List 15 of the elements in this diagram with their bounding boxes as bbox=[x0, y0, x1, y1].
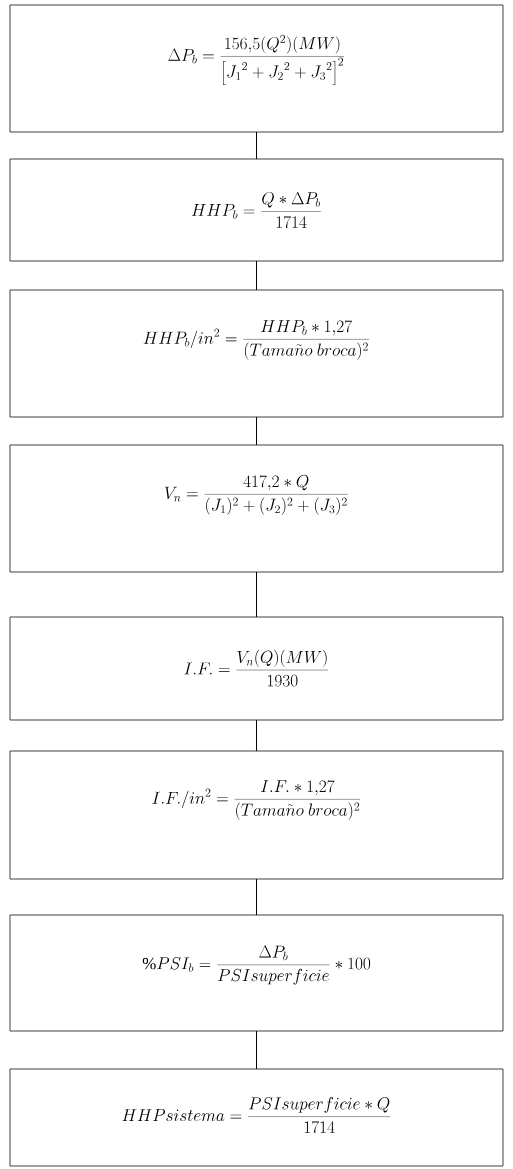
connector-line bbox=[256, 416, 257, 446]
formula-box: $\%PSI_b = \frac{\Delta P_b}{PSIsuperficie} * 100$ bbox=[9, 914, 504, 1032]
formula-box: $HHPsistema = \frac{PSIsuperficie * Q}{1714}$ bbox=[9, 1068, 504, 1167]
connector-line bbox=[256, 878, 257, 916]
formula-box: $I.F. = \frac{V_n(Q)(MW)}{1930}$ bbox=[9, 616, 504, 721]
connector-line bbox=[256, 719, 257, 752]
formula-box: $HHP_b = \frac{Q * \Delta P_b}{1714}$ bbox=[9, 158, 504, 262]
formula-box: $\Delta P_b = \frac{156{,}5(Q^2)(MW)}{\left[{J_1}^2+{J_2}^2+{J_3}^2\right]^2}$ bbox=[9, 4, 504, 133]
connector-line bbox=[256, 260, 257, 291]
connector-line bbox=[256, 131, 257, 160]
connector-line bbox=[256, 1030, 257, 1070]
formula-box: $HHP_b/in^2 = \frac{HHP_b * 1{,}27}{(Tama\tilde{n}o\ broca)^2}$ bbox=[9, 289, 504, 418]
connector-line bbox=[256, 571, 257, 618]
formula-box: $V_n = \frac{417{,}2 * Q}{(J_1)^2+(J_2)^2+(J_3)^2}$ bbox=[9, 444, 504, 573]
formula-box: $I.F./in^2 = \frac{I.F. * 1{,}27}{(Tama\tilde{n}o\ broca)^2}$ bbox=[9, 750, 504, 880]
